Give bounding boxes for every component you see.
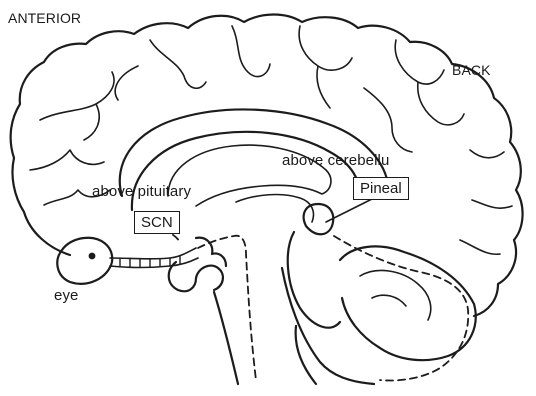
sulcus-line <box>84 104 99 140</box>
label-back: BACK <box>452 62 491 79</box>
hypothalamus-outline <box>169 262 223 291</box>
label-eye: eye <box>54 287 79 304</box>
label-above-cerebellum: above cerebellu <box>282 152 389 169</box>
label-scn-box: SCN <box>134 211 180 234</box>
thalamus-outline <box>236 195 314 222</box>
tectum-outline <box>288 232 340 328</box>
sulcus-line <box>317 66 330 108</box>
brainstem-outline <box>296 326 316 384</box>
cerebellum-folia <box>360 270 431 320</box>
sulcus-line <box>30 150 104 170</box>
sulcus-line <box>40 72 114 120</box>
pineal-pointer <box>326 198 374 222</box>
sulcus-line <box>364 88 412 152</box>
sulcus-line <box>115 66 138 100</box>
optic-nerve-top <box>110 248 196 259</box>
sulcus-line <box>232 26 270 77</box>
cerebellum-folia <box>372 295 406 306</box>
sulcus-line <box>460 240 500 254</box>
sulcus-line <box>472 200 512 208</box>
sulcus-line <box>418 82 464 125</box>
cerebrum-outline <box>11 15 523 317</box>
label-anterior: ANTERIOR <box>8 10 81 27</box>
pineal-region <box>304 204 334 234</box>
label-above-pituitary: above pituitary <box>92 183 191 200</box>
eye-outline <box>57 238 112 284</box>
label-pineal-box: Pineal <box>353 177 409 200</box>
neural-pathway-dashed <box>198 236 256 380</box>
sulcus-line <box>150 40 206 88</box>
cerebellum-outline <box>340 246 476 360</box>
brainstem-outline <box>214 292 238 384</box>
eye-pupil-dot <box>89 253 96 260</box>
sulcus-line <box>299 26 352 70</box>
sulcus-line <box>470 150 504 158</box>
neural-pathway-dashed <box>334 236 468 381</box>
